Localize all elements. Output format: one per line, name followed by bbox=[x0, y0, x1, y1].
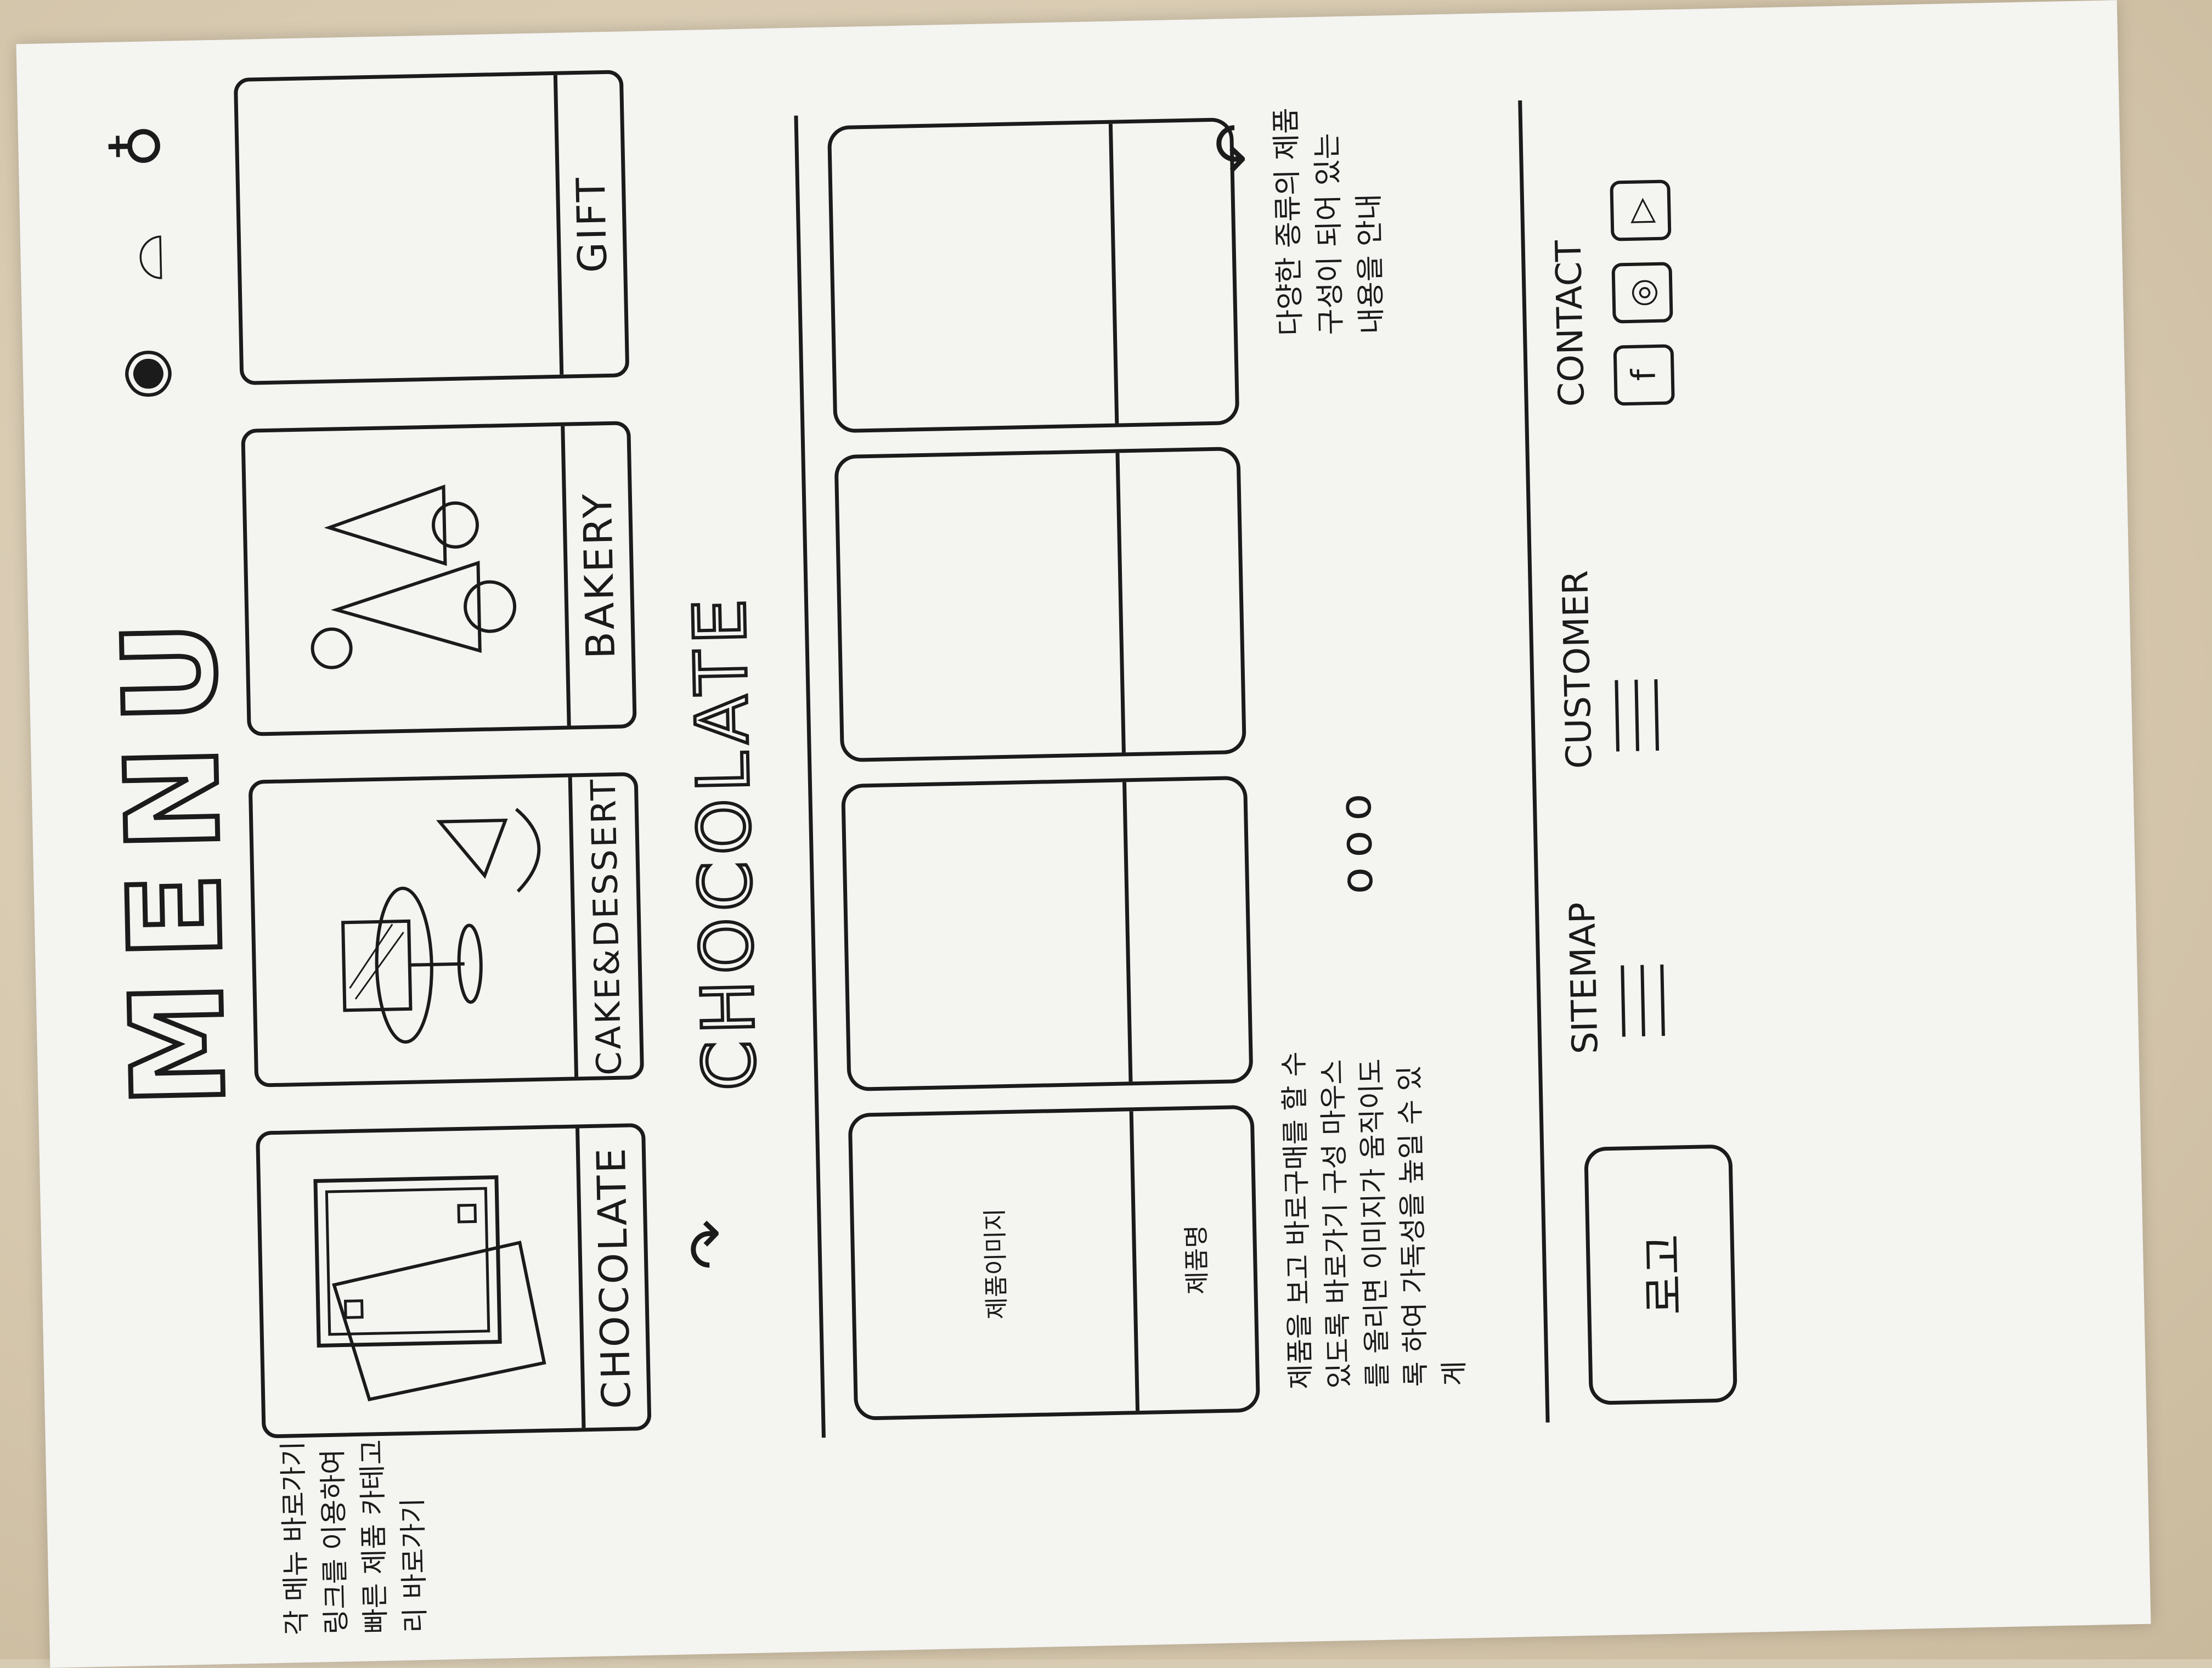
product-card[interactable]: 제품이미지 제품명 bbox=[848, 1105, 1261, 1421]
chocolate-box-drawing bbox=[282, 1151, 560, 1412]
contact-heading: CONTACT bbox=[1548, 239, 1593, 407]
category-label: CHOCOLATE bbox=[575, 1126, 648, 1428]
footer-contact: CONTACT f ◎ ▷ bbox=[1547, 179, 1675, 407]
left-annotation: 각 메뉴 바로가기 링크를 이용하여 빠른 제품 카테고리 바로가기 bbox=[276, 1439, 432, 1636]
instagram-icon[interactable]: ◎ bbox=[1611, 262, 1673, 324]
product-image bbox=[838, 453, 1122, 758]
customer-heading: CUSTOMER bbox=[1555, 570, 1600, 769]
category-cards: CHOCOLATE CAKE&DESSERT bbox=[233, 59, 668, 1439]
social-links: f ◎ ▷ bbox=[1610, 179, 1675, 406]
cake-drawing bbox=[275, 799, 552, 1061]
youtube-icon[interactable]: ▷ bbox=[1610, 179, 1672, 241]
product-image bbox=[845, 782, 1128, 1087]
footer-logo[interactable]: 로고 bbox=[1584, 1144, 1737, 1405]
product-card[interactable] bbox=[841, 775, 1254, 1092]
product-image: 제품이미지 bbox=[981, 1208, 1012, 1320]
section-title: CHOCOLATE bbox=[676, 590, 774, 1093]
category-label: GIFT bbox=[553, 74, 626, 375]
product-name bbox=[1122, 779, 1250, 1082]
category-card-bakery[interactable]: BAKERY bbox=[241, 421, 637, 736]
category-card-cake-dessert[interactable]: CAKE&DESSERT bbox=[248, 771, 645, 1087]
bread-drawing bbox=[267, 449, 545, 710]
footer-customer: CUSTOMER bbox=[1555, 568, 1660, 769]
product-name: 제품명 bbox=[1129, 1108, 1256, 1411]
product-image bbox=[831, 124, 1115, 429]
sitemap-links[interactable] bbox=[1620, 900, 1666, 1053]
product-card[interactable] bbox=[827, 117, 1240, 433]
sitemap-heading: SITEMAP bbox=[1562, 901, 1606, 1055]
hook-arrow-icon: ↶ bbox=[1200, 122, 1272, 174]
divider-top bbox=[794, 115, 826, 1438]
category-card-gift[interactable]: GIFT bbox=[233, 70, 630, 386]
category-card-chocolate[interactable]: CHOCOLATE bbox=[256, 1123, 652, 1439]
product-name bbox=[1115, 450, 1243, 753]
facebook-icon[interactable]: f bbox=[1613, 344, 1675, 406]
paper-sheet: ◉ ⌓ ♁ MENU 각 메뉴 바로가기 링크를 이용하여 빠른 제품 카테고리… bbox=[16, 0, 2151, 1668]
category-label: BAKERY bbox=[561, 425, 633, 726]
more-indicator[interactable]: ooo bbox=[1329, 783, 1383, 895]
customer-links[interactable] bbox=[1612, 568, 1660, 768]
sketch-canvas: ◉ ⌓ ♁ MENU 각 메뉴 바로가기 링크를 이용하여 빠른 제품 카테고리… bbox=[36, 22, 2131, 1646]
right-annotation: 다양한 종류의 제품구성이 되어 있는 내용을 안내 bbox=[1269, 107, 1389, 336]
footer: 로고 SITEMAP CUSTOMER CONTACT f ◎ ▷ bbox=[1540, 97, 1743, 1406]
gift-blank bbox=[260, 98, 538, 359]
product-card[interactable] bbox=[834, 446, 1247, 763]
product-annotation: 제품을 보고 바로구매를 할 수 있도록 바로가기 구성 마우스를 올리면 이미… bbox=[1278, 1051, 1471, 1390]
product-grid: 제품이미지 제품명 bbox=[826, 63, 1271, 1421]
category-label: CAKE&DESSERT bbox=[568, 776, 641, 1077]
footer-sitemap: SITEMAP bbox=[1562, 900, 1666, 1055]
